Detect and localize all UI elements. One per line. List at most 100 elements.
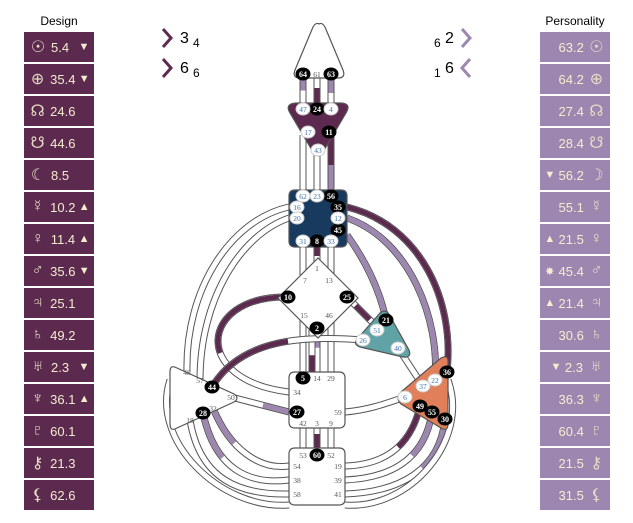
gate-18[interactable]: 18 xyxy=(186,416,194,425)
gate-number: 21 xyxy=(382,316,390,325)
personality-row-jupiter[interactable]: ▲21.4♃ xyxy=(540,288,610,318)
gate-24[interactable]: 24 xyxy=(309,102,325,116)
personality-row-moon[interactable]: ▼56.2☽ xyxy=(540,160,610,190)
gate-41[interactable]: 41 xyxy=(334,490,342,499)
gate-58[interactable]: 58 xyxy=(293,490,301,499)
design-row-north-node[interactable]: ☊24.6 xyxy=(24,96,94,126)
gate-52[interactable]: 52 xyxy=(327,451,335,460)
personality-row-sun[interactable]: 63.2☉ xyxy=(540,32,610,62)
head-center[interactable] xyxy=(293,22,345,79)
gate-48[interactable]: 48 xyxy=(183,368,191,377)
personality-row-earth[interactable]: 64.2⊕ xyxy=(540,64,610,94)
gate-29[interactable]: 29 xyxy=(327,374,335,383)
personality-row-venus[interactable]: ▲21.5♀ xyxy=(540,224,610,254)
gate-9[interactable]: 9 xyxy=(329,419,333,428)
gate-31[interactable]: 31 xyxy=(295,234,311,248)
gate-39[interactable]: 39 xyxy=(334,476,342,485)
design-row-mercury[interactable]: ☿10.2▲ xyxy=(24,192,94,222)
gate-8[interactable]: 8 xyxy=(309,234,325,248)
gate-19[interactable]: 19 xyxy=(334,462,342,471)
gate-32[interactable]: 32 xyxy=(209,404,217,413)
gate-28[interactable]: 28 xyxy=(195,406,211,420)
gate-20[interactable]: 20 xyxy=(289,211,305,225)
gate-54[interactable]: 54 xyxy=(293,462,301,471)
gate-27[interactable]: 27 xyxy=(289,405,305,419)
design-row-moon[interactable]: ☾8.5 xyxy=(24,160,94,190)
gate-15[interactable]: 15 xyxy=(300,311,308,320)
gate-34[interactable]: 34 xyxy=(293,388,301,397)
design-row-sun[interactable]: ☉5.4▼ xyxy=(24,32,94,62)
gate-51[interactable]: 51 xyxy=(369,323,385,337)
personality-row-lilith[interactable]: 31.5⚸ xyxy=(540,480,610,510)
gate-17[interactable]: 17 xyxy=(300,125,316,139)
gate-49[interactable]: 49 xyxy=(412,399,428,413)
channel xyxy=(209,406,290,470)
gate-59[interactable]: 59 xyxy=(334,408,342,417)
gate-64[interactable]: 64 xyxy=(295,67,311,81)
design-row-earth[interactable]: ⊕35.4▼ xyxy=(24,64,94,94)
gate-21[interactable]: 21 xyxy=(378,313,394,327)
personality-row-uranus[interactable]: ▼2.3♅ xyxy=(540,352,610,382)
gate-22[interactable]: 22 xyxy=(427,373,443,387)
gate-3[interactable]: 3 xyxy=(315,419,319,428)
personality-row-mars[interactable]: ✸45.4♂ xyxy=(540,256,610,286)
gate-62[interactable]: 62 xyxy=(295,189,311,203)
g-center[interactable] xyxy=(277,257,359,339)
design-row-venus[interactable]: ♀11.4▲ xyxy=(24,224,94,254)
gate-63[interactable]: 63 xyxy=(323,67,339,81)
gate-13[interactable]: 13 xyxy=(325,276,333,285)
gate-1[interactable]: 1 xyxy=(315,264,319,273)
gate-5[interactable]: 5 xyxy=(295,371,311,385)
gate-46[interactable]: 46 xyxy=(325,311,333,320)
personality-row-south-node[interactable]: 28.4☋ xyxy=(540,128,610,158)
spleen-center[interactable] xyxy=(169,366,238,430)
gate-6[interactable]: 6 xyxy=(397,390,413,404)
gate-56[interactable]: 56 xyxy=(323,189,339,203)
gate-43[interactable]: 43 xyxy=(310,143,326,157)
gate-37[interactable]: 37 xyxy=(415,379,431,393)
design-row-chiron[interactable]: ⚷21.3 xyxy=(24,448,94,478)
design-row-lilith[interactable]: ⚸62.6 xyxy=(24,480,94,510)
design-row-south-node[interactable]: ☋44.6 xyxy=(24,128,94,158)
gate-53[interactable]: 53 xyxy=(299,451,307,460)
gate-55[interactable]: 55 xyxy=(424,405,440,419)
design-row-neptune[interactable]: ♆36.1▲ xyxy=(24,384,94,414)
root-center[interactable] xyxy=(288,447,346,506)
personality-row-mercury[interactable]: 55.1☿ xyxy=(540,192,610,222)
gate-30[interactable]: 30 xyxy=(437,412,453,426)
gate-10[interactable]: 10 xyxy=(280,290,296,304)
gate-11[interactable]: 11 xyxy=(321,125,337,139)
gate-61[interactable]: 61 xyxy=(313,70,321,79)
gate-16[interactable]: 16 xyxy=(289,200,305,214)
gate-36[interactable]: 36 xyxy=(439,365,455,379)
gate-26[interactable]: 26 xyxy=(355,333,371,347)
gate-14[interactable]: 14 xyxy=(313,374,321,383)
design-row-pluto[interactable]: ♇60.1 xyxy=(24,416,94,446)
personality-row-saturn[interactable]: 30.6♄ xyxy=(540,320,610,350)
gate-12[interactable]: 12 xyxy=(330,211,346,225)
gate-33[interactable]: 33 xyxy=(323,234,339,248)
personality-row-neptune[interactable]: 36.3♆ xyxy=(540,384,610,414)
gate-4[interactable]: 4 xyxy=(323,102,339,116)
gate-40[interactable]: 40 xyxy=(390,341,406,355)
personality-row-pluto[interactable]: 60.4♇ xyxy=(540,416,610,446)
gate-45[interactable]: 45 xyxy=(330,223,346,237)
gate-7[interactable]: 7 xyxy=(303,276,307,285)
gate-38[interactable]: 38 xyxy=(293,476,301,485)
gate-2[interactable]: 2 xyxy=(309,321,325,335)
personality-row-chiron[interactable]: 21.5⚷ xyxy=(540,448,610,478)
design-row-uranus[interactable]: ♅2.3▼ xyxy=(24,352,94,382)
gate-57[interactable]: 57 xyxy=(196,376,204,385)
gate-60[interactable]: 60 xyxy=(309,448,325,462)
personality-row-north-node[interactable]: 27.4☊ xyxy=(540,96,610,126)
design-row-jupiter[interactable]: ♃25.1 xyxy=(24,288,94,318)
gate-25[interactable]: 25 xyxy=(339,290,355,304)
gate-50[interactable]: 50 xyxy=(227,393,235,402)
design-row-saturn[interactable]: ♄49.2 xyxy=(24,320,94,350)
gate-35[interactable]: 35 xyxy=(330,200,346,214)
gate-23[interactable]: 23 xyxy=(309,189,325,203)
gate-47[interactable]: 47 xyxy=(295,102,311,116)
gate-44[interactable]: 44 xyxy=(204,380,220,394)
gate-42[interactable]: 42 xyxy=(299,419,307,428)
design-row-mars[interactable]: ♂35.6▼ xyxy=(24,256,94,286)
